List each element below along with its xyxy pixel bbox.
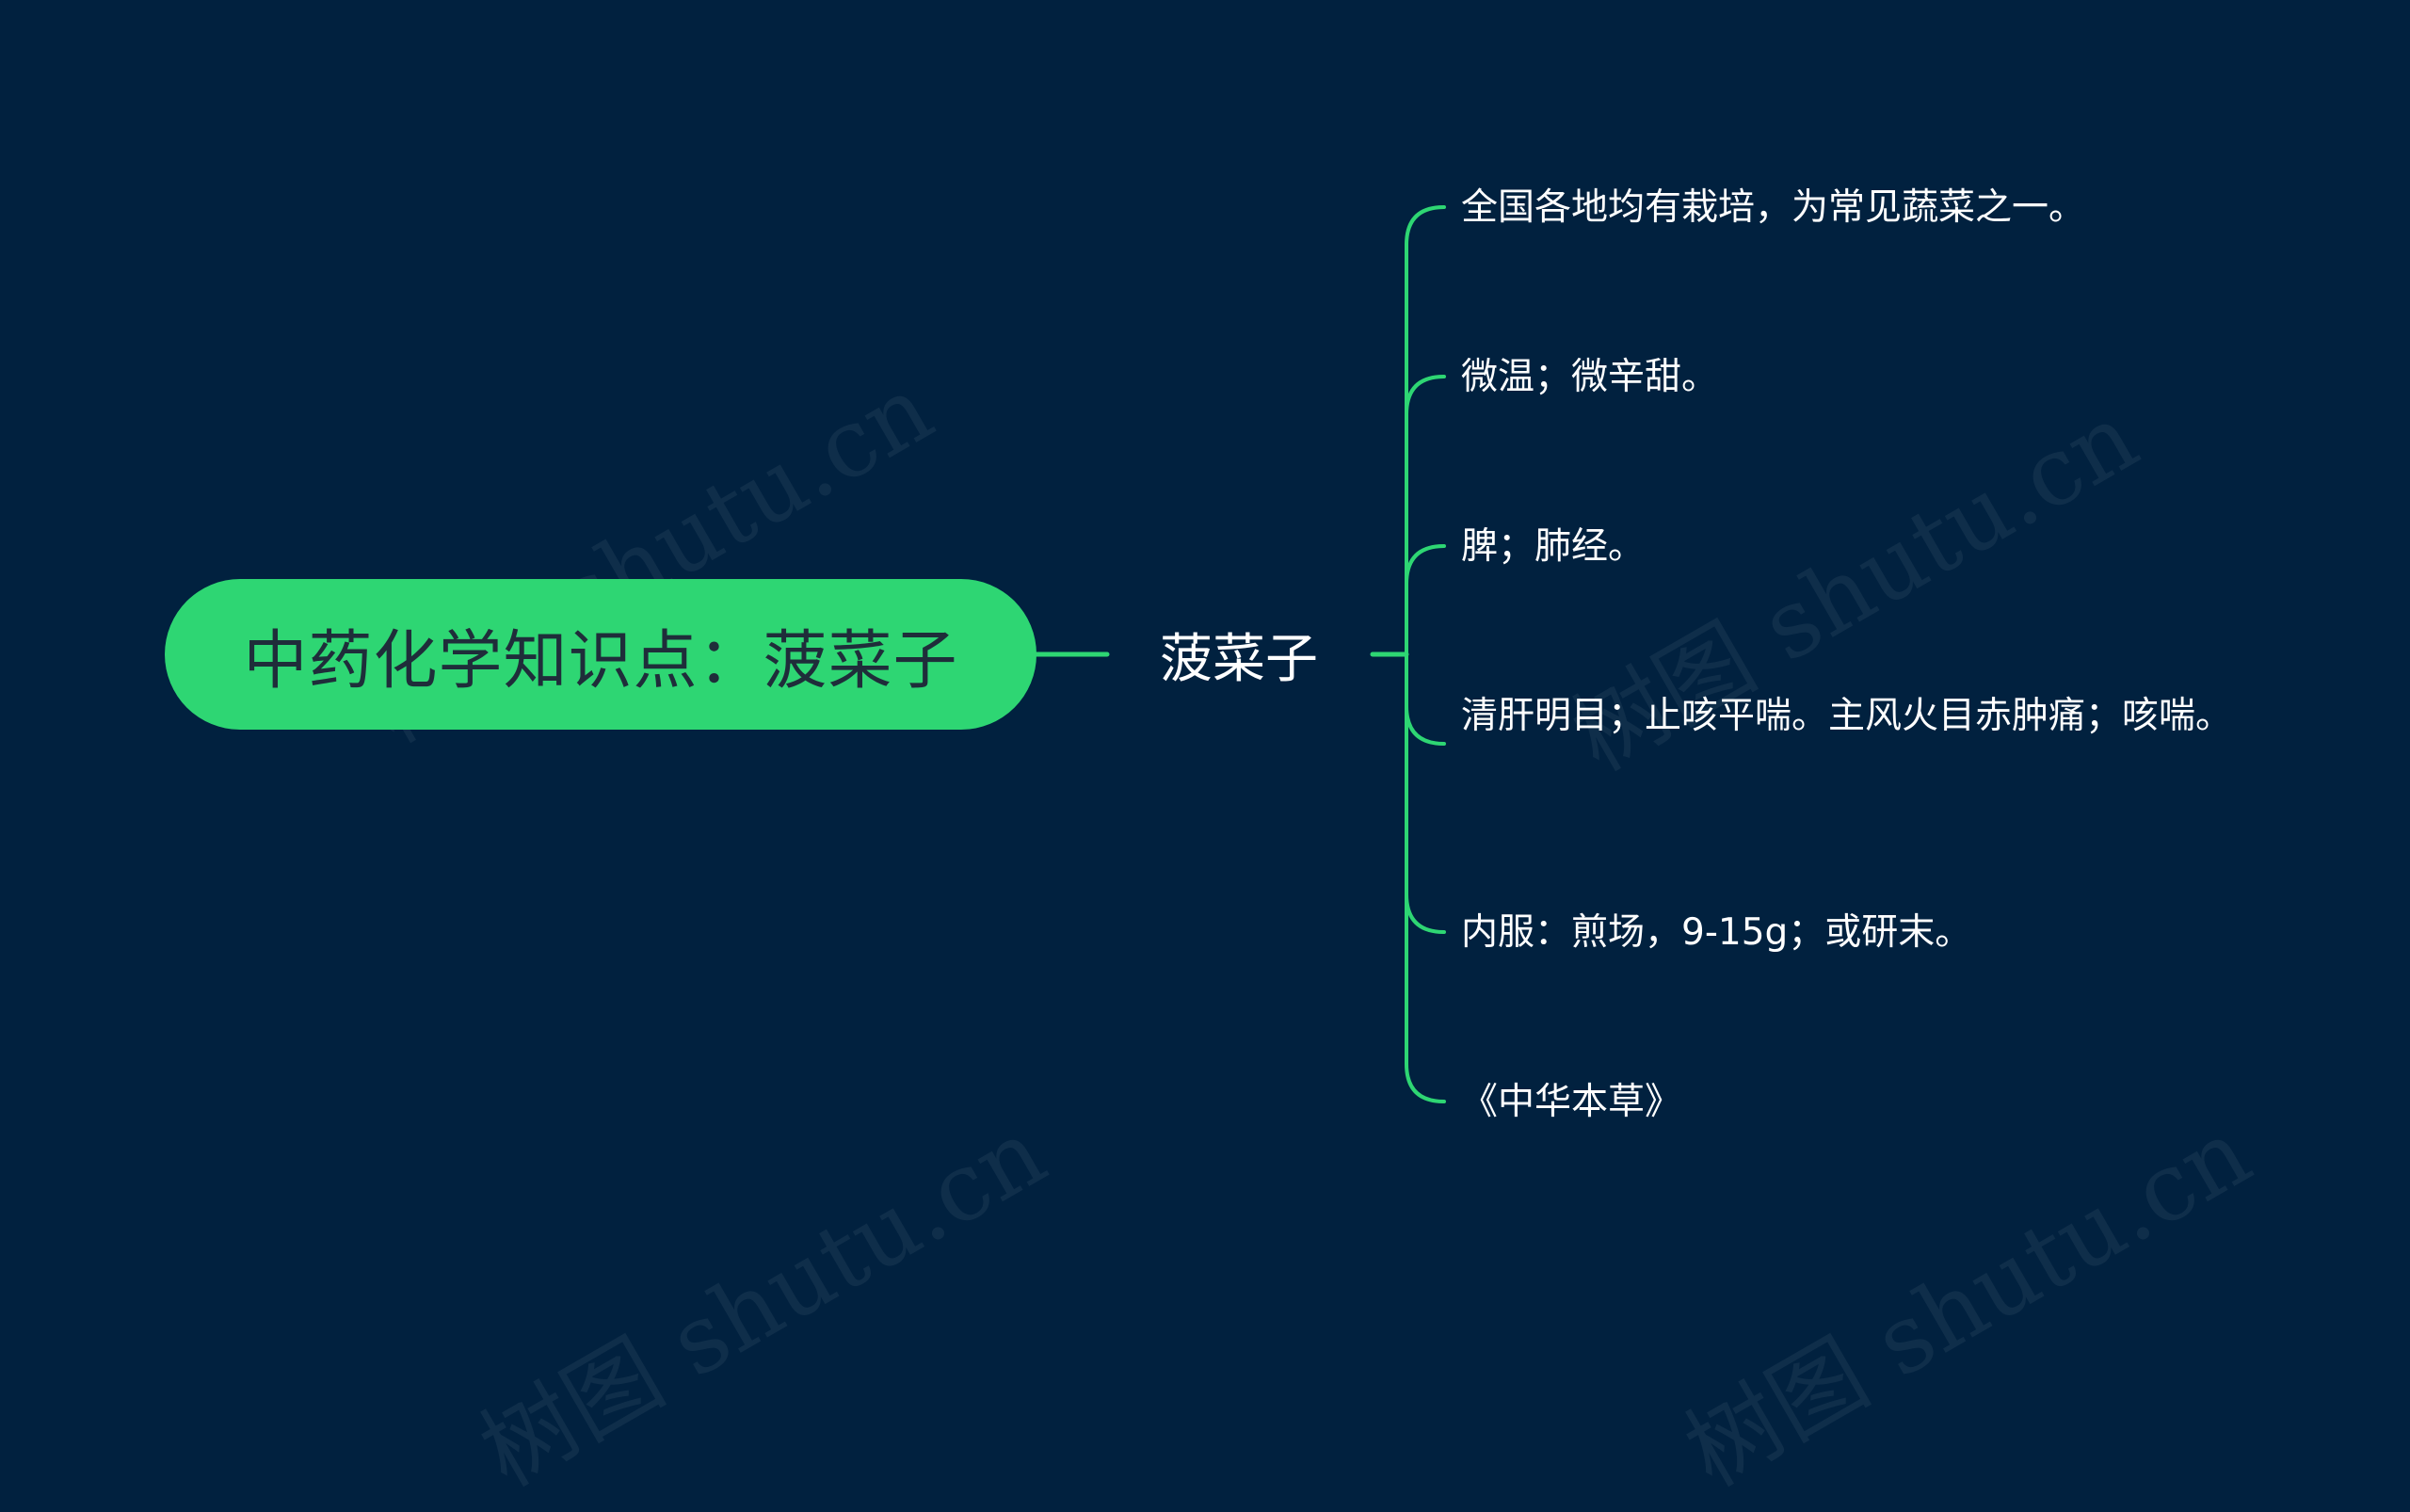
subtopic-node-source[interactable]: 《中华本草》 xyxy=(1461,1081,1682,1123)
leaf-connector xyxy=(1405,375,1446,656)
subtopic-node-efficacy[interactable]: 清肝明目；止咳平喘。主风火目赤肿痛；咳喘。 xyxy=(1461,695,2233,737)
main-topic-node[interactable]: 菠菜子 xyxy=(1107,603,1371,706)
watermark: 树图 shutu.cn xyxy=(1667,1097,2269,1508)
subtopic-node-distribution[interactable]: 全国各地均有栽培，为常见蔬菜之一。 xyxy=(1461,186,2086,229)
subtopic-node-dosage[interactable]: 内服：煎场，9-15g；或研末。 xyxy=(1461,911,1972,954)
leaf-connector xyxy=(1405,652,1446,746)
leaf-connector xyxy=(1405,652,1446,1103)
leaf-connector xyxy=(1405,205,1446,656)
subtopic-node-meridian[interactable]: 脾；肺经。 xyxy=(1461,525,1646,568)
main-topic-label: 菠菜子 xyxy=(1160,628,1318,690)
leaf-connector xyxy=(1405,652,1446,934)
root-topic-node[interactable]: 中药化学知识点：菠菜子 xyxy=(165,579,1036,730)
leaf-connector xyxy=(1405,544,1446,656)
mindmap-canvas: 树图 shutu.cn 树图 shutu.cn 树图 shutu.cn 树图 s… xyxy=(165,186,2269,1508)
watermark: 树图 shutu.cn xyxy=(462,1097,1064,1508)
subtopic-node-nature-flavor[interactable]: 微温；微辛甜。 xyxy=(1461,356,1719,398)
root-topic-label: 中药化学知识点：菠菜子 xyxy=(243,623,958,699)
